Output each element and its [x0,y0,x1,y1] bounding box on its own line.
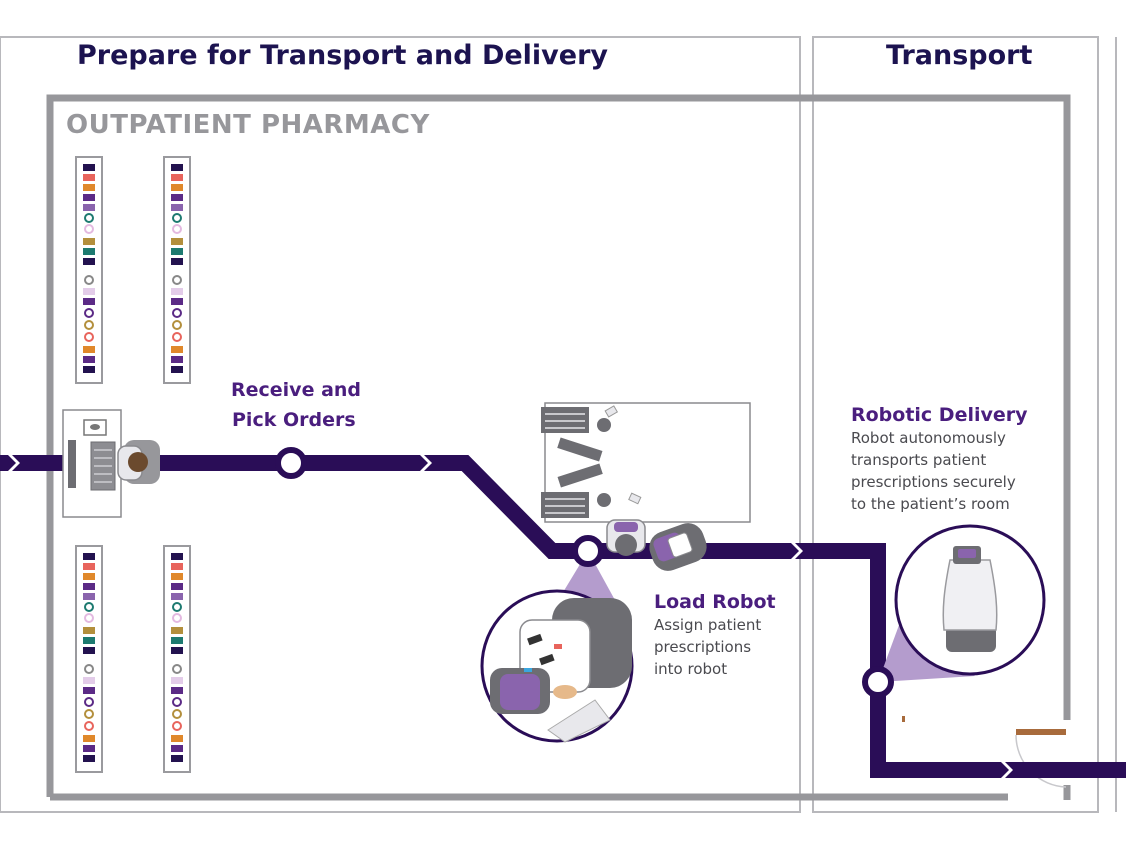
step-desc-load-line3: into robot [654,660,728,678]
step-desc-delivery-line1: Robot autonomously [851,429,1006,447]
step-title-load: Load Robot [654,591,776,613]
section-heading-transport: Transport [886,40,1033,71]
shelf-icon [75,545,103,773]
workstation [62,409,122,518]
floor-marker [902,716,905,722]
checkpoint-icon [862,666,894,698]
section-frame-transport [812,36,1099,813]
robot-icon [649,523,707,571]
shelf-icon [163,156,191,384]
step-desc-delivery-line3: prescriptions securely [851,473,1016,491]
checkpoint-icon [275,447,307,479]
section-heading-prepare: Prepare for Transport and Delivery [77,40,609,71]
step-desc-load-line2: prescriptions [654,638,752,656]
step-title-receive-line2: Pick Orders [232,409,356,431]
step-desc-delivery-line4: to the patient’s room [851,495,1010,513]
section-frame-prepare [0,36,801,813]
loading-station [541,402,751,523]
door-icon [1015,729,1067,788]
pharmacist-icon [117,440,160,484]
zoom-detail-load [480,589,634,743]
step-desc-load-line1: Assign patient [654,616,762,634]
pharmacy-wall [46,94,1071,797]
checkpoint-icon [572,535,604,567]
step-title-delivery: Robotic Delivery [851,404,1028,426]
zoom-detail-delivery [894,524,1046,676]
shelf-icon [163,545,191,773]
step-desc-delivery-line2: transports patient [851,451,987,469]
step-title-receive-line1: Receive and [231,379,362,401]
shelf-icon [75,156,103,384]
workflow-path [0,455,1126,778]
pharmacist-icon [606,519,646,556]
room-title: OUTPATIENT PHARMACY [66,110,430,140]
